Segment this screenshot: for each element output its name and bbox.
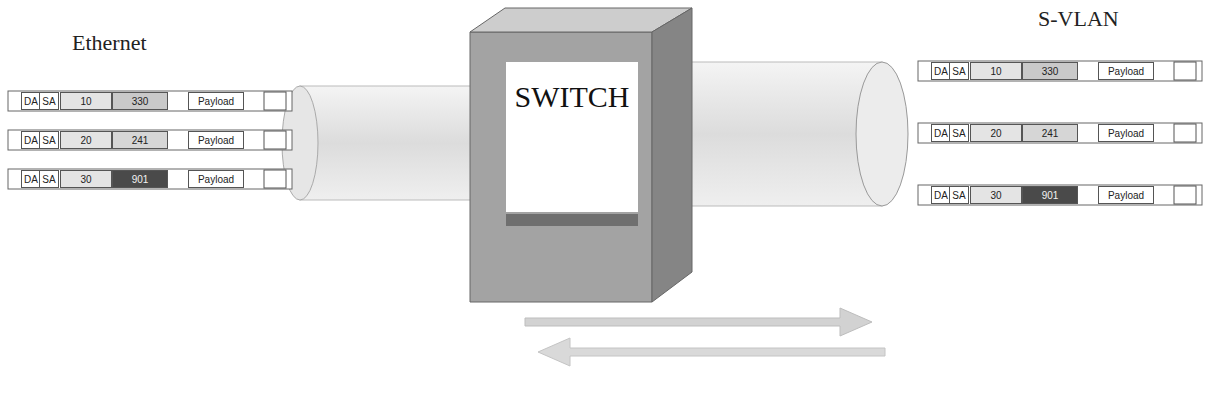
tag-cell: 30	[970, 186, 1022, 204]
tag-cell: 10	[970, 62, 1022, 80]
frame-box	[8, 130, 292, 150]
cell-text: DA	[934, 190, 948, 201]
cell-text: 20	[990, 128, 1001, 139]
frame-outline	[918, 61, 1202, 81]
tag-cell: 20	[970, 124, 1022, 142]
empty-cell	[1174, 62, 1196, 80]
empty-cell	[1174, 186, 1196, 204]
cell-text: 901	[132, 174, 149, 185]
frame-box	[8, 91, 292, 111]
vlan-id-cell: 241	[1022, 124, 1078, 142]
vlan-id-cell: 901	[112, 170, 168, 188]
address-cell: DA	[931, 186, 951, 204]
frame-box	[918, 123, 1202, 143]
address-cell: SA	[949, 124, 969, 142]
cell-text: 30	[80, 174, 91, 185]
payload-cell: Payload	[188, 170, 244, 188]
cell-text: Payload	[1108, 190, 1144, 201]
cell-text: 241	[1042, 128, 1059, 139]
frame-outline	[8, 91, 292, 111]
address-cell: SA	[39, 92, 59, 110]
cell-text: SA	[42, 174, 55, 185]
address-cell: DA	[21, 92, 41, 110]
cell-text: 901	[1042, 190, 1059, 201]
switch-label-box: SWITCH	[506, 62, 638, 212]
payload-cell: Payload	[188, 92, 244, 110]
right-arrow	[525, 308, 872, 336]
cell-text: DA	[934, 128, 948, 139]
empty-cell	[264, 170, 286, 188]
section-label: S-VLAN	[1038, 6, 1119, 32]
address-cell: DA	[931, 62, 951, 80]
cell-text: SA	[952, 128, 965, 139]
vlan-id-cell: 330	[1022, 62, 1078, 80]
cell-text: Payload	[198, 135, 234, 146]
cell-text: 241	[132, 135, 149, 146]
switch-band	[506, 214, 638, 226]
empty-cell	[264, 92, 286, 110]
cell-text: 30	[990, 190, 1001, 201]
right-pipe	[660, 62, 908, 206]
cell-text: SA	[42, 135, 55, 146]
cell-text: 330	[132, 96, 149, 107]
cell-text: SA	[952, 66, 965, 77]
empty-cell	[1174, 124, 1196, 142]
frame-box	[918, 61, 1202, 81]
payload-cell: Payload	[1098, 186, 1154, 204]
cell-text: Payload	[198, 174, 234, 185]
address-cell: SA	[39, 170, 59, 188]
cell-text: DA	[934, 66, 948, 77]
left-pipe	[282, 86, 480, 200]
address-cell: DA	[21, 131, 41, 149]
vlan-id-cell: 241	[112, 131, 168, 149]
cell-text: 20	[80, 135, 91, 146]
cell-text: DA	[24, 174, 38, 185]
address-cell: DA	[21, 170, 41, 188]
frame-outline	[8, 169, 292, 189]
payload-cell: Payload	[1098, 62, 1154, 80]
vlan-id-cell: 330	[112, 92, 168, 110]
address-cell: SA	[949, 186, 969, 204]
left-arrow	[538, 338, 885, 366]
switch-box	[470, 8, 692, 302]
tag-cell: 20	[60, 131, 112, 149]
cell-text: Payload	[1108, 128, 1144, 139]
tag-cell: 30	[60, 170, 112, 188]
payload-cell: Payload	[1098, 124, 1154, 142]
frame-outline	[918, 185, 1202, 205]
cell-text: Payload	[1108, 66, 1144, 77]
section-label: Ethernet	[72, 30, 147, 56]
cell-text: SA	[42, 96, 55, 107]
cell-text: SWITCH	[515, 80, 630, 114]
cell-text: 10	[80, 96, 91, 107]
payload-cell: Payload	[188, 131, 244, 149]
address-cell: SA	[39, 131, 59, 149]
cell-text: 330	[1042, 66, 1059, 77]
empty-cell	[264, 131, 286, 149]
address-cell: SA	[949, 62, 969, 80]
frame-box	[8, 169, 292, 189]
frame-outline	[918, 123, 1202, 143]
frame-box	[918, 185, 1202, 205]
cell-text: SA	[952, 190, 965, 201]
frame-outline	[8, 130, 292, 150]
cell-text: Payload	[198, 96, 234, 107]
address-cell: DA	[931, 124, 951, 142]
vlan-id-cell: 901	[1022, 186, 1078, 204]
cell-text: DA	[24, 96, 38, 107]
cell-text: 10	[990, 66, 1001, 77]
cell-text: DA	[24, 135, 38, 146]
tag-cell: 10	[60, 92, 112, 110]
